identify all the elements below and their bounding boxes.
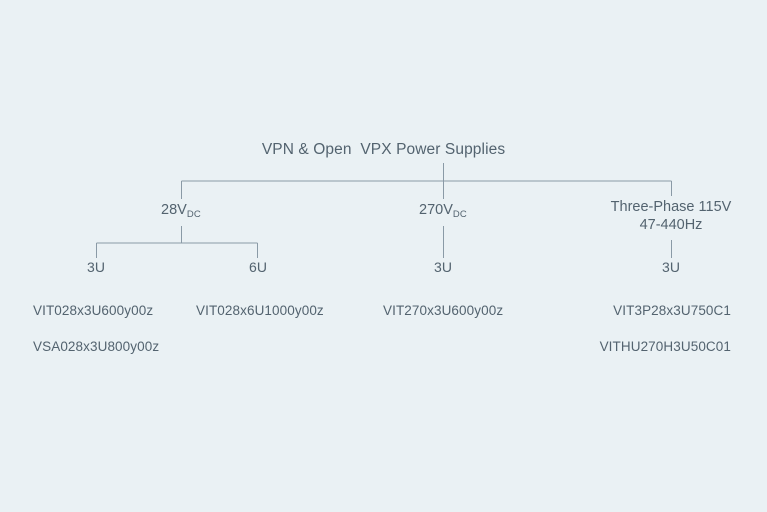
- branch-label-28vdc-main: 28V: [161, 202, 187, 218]
- branch-node-28vdc: 28VDC: [101, 202, 261, 220]
- part-number: VIT028x3U600y00z: [33, 303, 154, 318]
- branch-label-270vdc-sub: DC: [452, 209, 467, 220]
- branch-node-270vdc: 270VDC: [363, 202, 523, 220]
- branch-label-three-phase-line2: 47-440Hz: [639, 216, 703, 233]
- branch-label-28vdc-sub: DC: [186, 209, 201, 220]
- part-number: VIT3P28x3U750C1: [613, 303, 731, 318]
- child-node-28vdc-3u: 3U: [87, 259, 105, 275]
- root-node-label: VPN & Open VPX Power Supplies: [261, 141, 506, 158]
- branch-label-three-phase-line1: Three-Phase 115V: [610, 199, 732, 215]
- part-number: VIT270x3U600y00z: [383, 303, 504, 318]
- part-number: VIT028x6U1000y00z: [196, 303, 324, 318]
- part-number: VITHU270H3U50C01: [599, 339, 731, 354]
- child-node-270vdc-3u: 3U: [434, 259, 452, 275]
- branch-label-270vdc-main: 270V: [419, 202, 453, 218]
- child-node-28vdc-6u: 6U: [249, 259, 267, 275]
- child-node-three-phase-3u: 3U: [662, 259, 680, 275]
- part-number: VSA028x3U800y00z: [33, 339, 160, 354]
